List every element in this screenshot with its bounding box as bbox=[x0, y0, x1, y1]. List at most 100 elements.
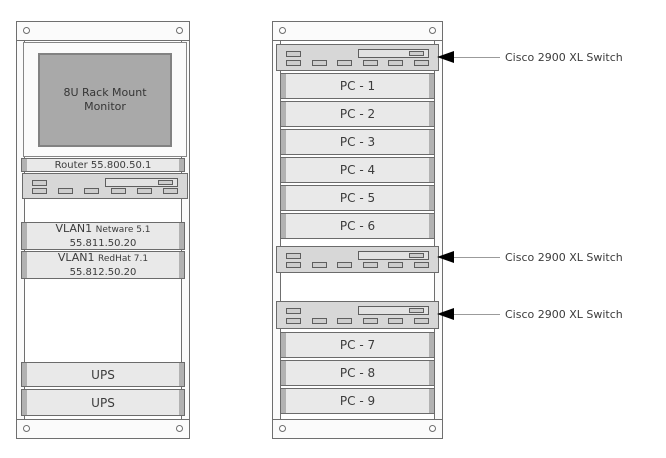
switch-port bbox=[409, 51, 424, 56]
server-os: Netware 5.1 bbox=[95, 225, 151, 235]
switch-port-row bbox=[277, 318, 438, 324]
rack-top-band bbox=[272, 21, 443, 41]
callout-label: Cisco 2900 XL Switch bbox=[505, 50, 623, 64]
switch-port bbox=[388, 318, 404, 324]
switch-port bbox=[32, 188, 47, 194]
mounting-ear bbox=[281, 158, 286, 182]
mounting-ear bbox=[429, 389, 434, 413]
rack-top-band bbox=[16, 21, 190, 41]
arrow-left-icon bbox=[437, 251, 454, 263]
switch-port bbox=[362, 318, 378, 324]
pc-unit-5: PC - 5 bbox=[280, 185, 435, 211]
pc-label: PC - 8 bbox=[339, 366, 376, 380]
pc-label: PC - 6 bbox=[339, 219, 376, 233]
mounting-ear bbox=[429, 158, 434, 182]
mounting-ear bbox=[281, 333, 286, 357]
mounting-ear bbox=[179, 390, 184, 415]
pc-label: PC - 4 bbox=[339, 163, 376, 177]
mounting-ear bbox=[281, 214, 286, 238]
switch-slot bbox=[357, 49, 429, 58]
server-unit-vlan1-redhat: VLAN1 RedHat 7.1 55.812.50.20 bbox=[21, 251, 185, 279]
mounting-ear bbox=[22, 223, 27, 249]
screw-icon bbox=[23, 425, 30, 432]
switch-port bbox=[32, 179, 47, 186]
switch-port bbox=[311, 262, 327, 268]
mounting-ear bbox=[429, 214, 434, 238]
rack-right: PC - 1 PC - 2 PC - 3 PC - 4 PC - 5 PC - … bbox=[272, 21, 443, 439]
screw-icon bbox=[429, 27, 436, 34]
switch-slot bbox=[357, 251, 429, 260]
switch-top-row bbox=[277, 306, 438, 315]
callout-switch-1: Cisco 2900 XL Switch bbox=[437, 47, 623, 67]
mounting-ear bbox=[281, 361, 286, 385]
server-ip: 55.812.50.20 bbox=[69, 267, 137, 278]
switch-port bbox=[413, 318, 429, 324]
mounting-ear bbox=[179, 159, 184, 171]
switch-port bbox=[337, 60, 353, 66]
switch-top-row bbox=[277, 251, 438, 260]
screw-icon bbox=[279, 27, 286, 34]
switch-port bbox=[409, 308, 424, 313]
callout-switch-3: Cisco 2900 XL Switch bbox=[437, 304, 623, 324]
pc-label: PC - 7 bbox=[339, 338, 376, 352]
pc-unit-9: PC - 9 bbox=[280, 388, 435, 414]
mounting-ear bbox=[429, 74, 434, 98]
monitor-unit: 8U Rack Mount Monitor bbox=[23, 42, 187, 157]
switch-port bbox=[409, 253, 424, 258]
arrow-left-icon bbox=[437, 308, 454, 320]
mounting-ear bbox=[429, 361, 434, 385]
pc-unit-8: PC - 8 bbox=[280, 360, 435, 386]
arrow-left-icon bbox=[437, 51, 454, 63]
switch-port bbox=[311, 318, 327, 324]
server-title: VLAN1 RedHat 7.1 bbox=[58, 251, 148, 266]
server-ip: 55.811.50.20 bbox=[69, 238, 137, 249]
mounting-ear bbox=[281, 389, 286, 413]
mounting-ear bbox=[429, 130, 434, 154]
switch-port bbox=[311, 60, 327, 66]
switch-port bbox=[286, 307, 301, 314]
switch-port bbox=[286, 318, 301, 324]
mounting-ear bbox=[429, 186, 434, 210]
rack-left: 8U Rack Mount Monitor Router 55.800.50.1 bbox=[16, 21, 190, 439]
server-title: VLAN1 Netware 5.1 bbox=[55, 222, 150, 237]
server-unit-vlan1-netware: VLAN1 Netware 5.1 55.811.50.20 bbox=[21, 222, 185, 250]
router-unit: Router 55.800.50.1 bbox=[21, 158, 185, 172]
ups-unit-1: UPS bbox=[21, 362, 185, 387]
switch-port bbox=[413, 262, 429, 268]
server-os: RedHat 7.1 bbox=[98, 254, 149, 264]
mounting-ear bbox=[22, 363, 27, 386]
mounting-ear bbox=[22, 159, 27, 171]
callout-label: Cisco 2900 XL Switch bbox=[505, 250, 623, 264]
switch-port bbox=[388, 262, 404, 268]
switch-port bbox=[286, 262, 301, 268]
mounting-ear bbox=[281, 102, 286, 126]
mounting-ear bbox=[429, 333, 434, 357]
pc-unit-7: PC - 7 bbox=[280, 332, 435, 358]
mounting-ear bbox=[179, 252, 184, 278]
callout-switch-2: Cisco 2900 XL Switch bbox=[437, 247, 623, 267]
rack-rail-right bbox=[434, 40, 443, 420]
switch-slot bbox=[357, 306, 429, 315]
pc-label: PC - 9 bbox=[339, 394, 376, 408]
pc-label: PC - 3 bbox=[339, 135, 376, 149]
switch-port bbox=[337, 318, 353, 324]
rack-bottom-band bbox=[16, 419, 190, 439]
rack-bottom-band bbox=[272, 419, 443, 439]
mounting-ear bbox=[179, 363, 184, 386]
switch-unit-1 bbox=[276, 44, 439, 71]
pc-unit-4: PC - 4 bbox=[280, 157, 435, 183]
ups-label: UPS bbox=[91, 367, 115, 382]
callout-line bbox=[454, 313, 500, 315]
monitor-label-line2: Monitor bbox=[84, 100, 126, 113]
switch-port bbox=[286, 50, 301, 57]
switch-port bbox=[362, 60, 378, 66]
pc-label: PC - 2 bbox=[339, 107, 376, 121]
switch-top-row bbox=[277, 49, 438, 58]
server-vlan-name: VLAN1 bbox=[57, 251, 95, 264]
router-label: Router 55.800.50.1 bbox=[54, 159, 152, 171]
switch-slot bbox=[105, 178, 178, 187]
switch-port bbox=[362, 262, 378, 268]
pc-unit-6: PC - 6 bbox=[280, 213, 435, 239]
screw-icon bbox=[279, 425, 286, 432]
